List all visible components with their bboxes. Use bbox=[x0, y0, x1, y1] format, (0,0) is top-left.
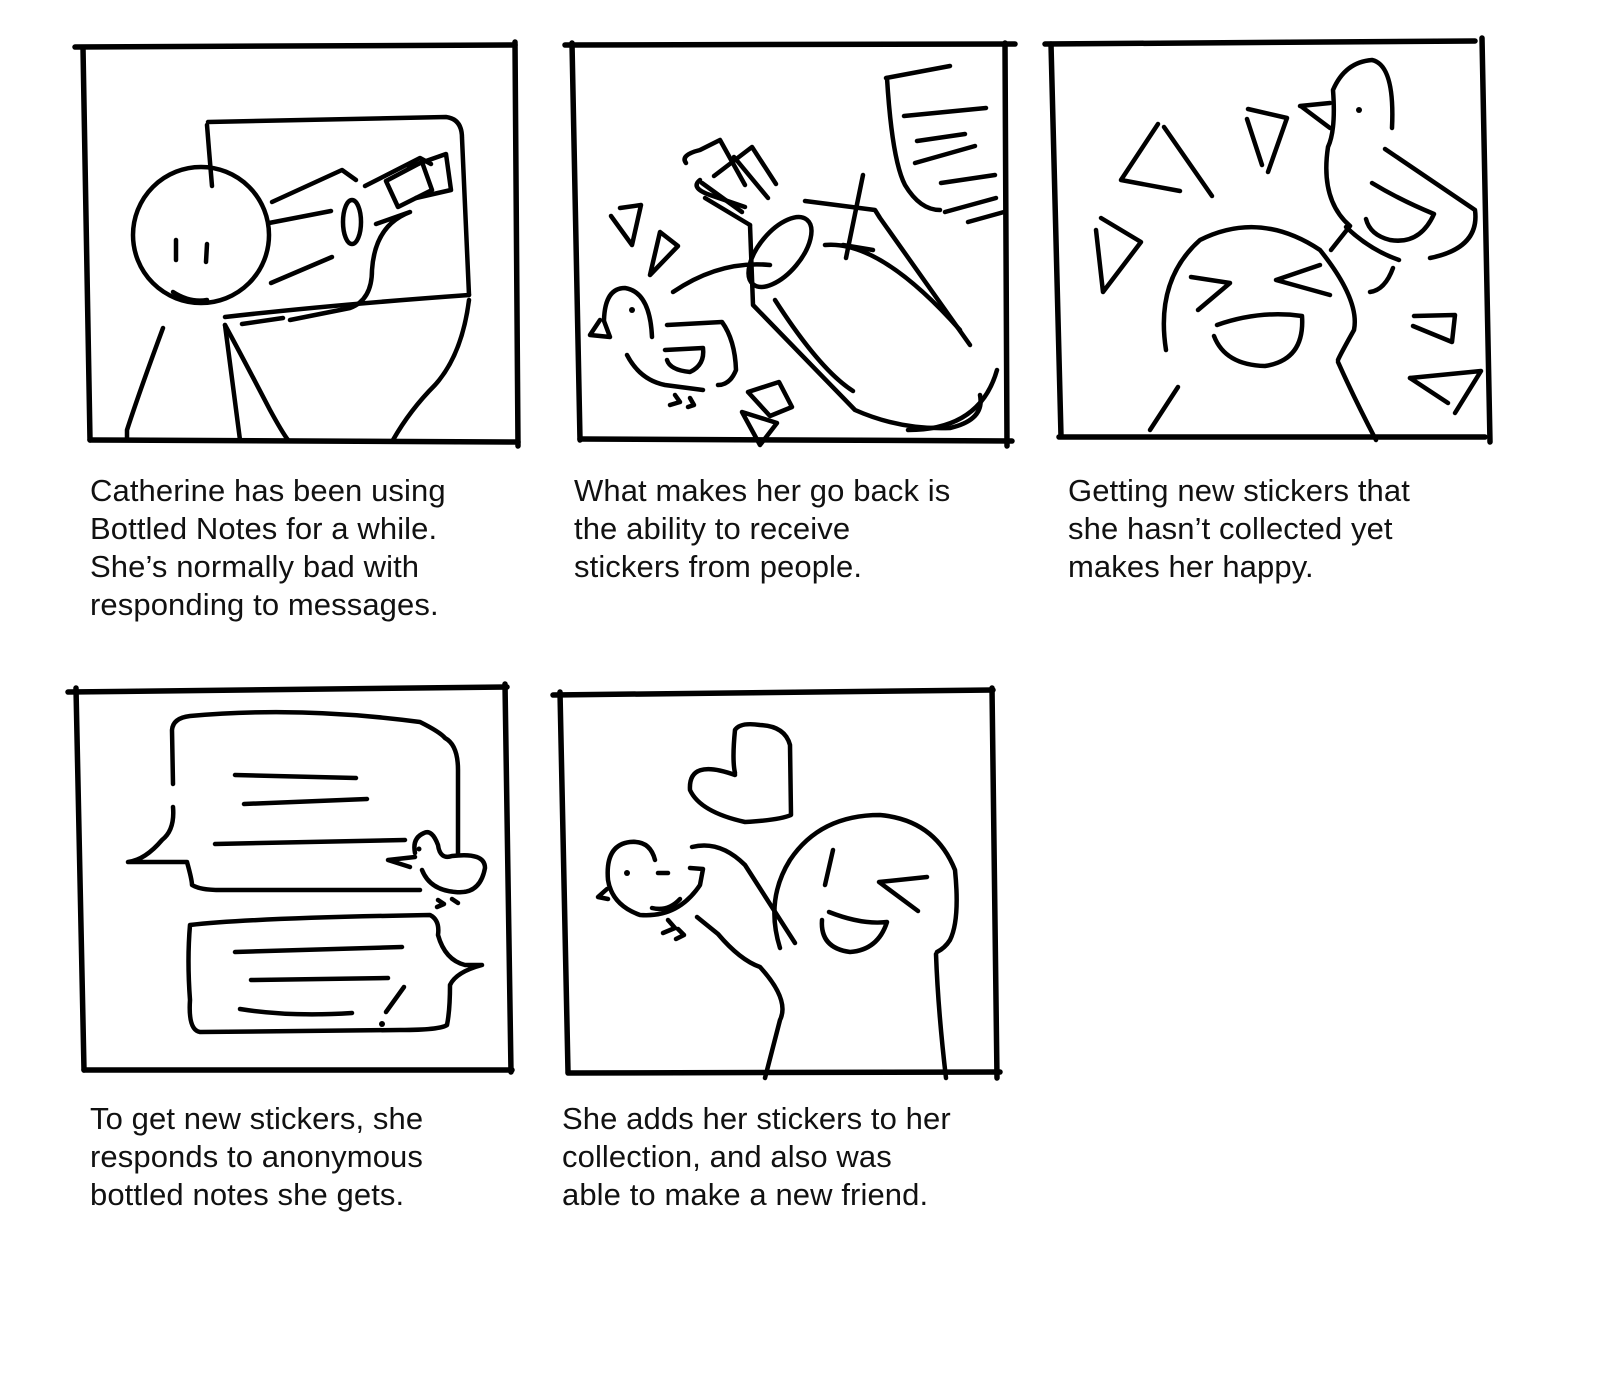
storyboard-panel-2: What makes her go back is the ability to… bbox=[0, 0, 1040, 584]
caption-line: Bottled Notes for a while. bbox=[90, 511, 438, 546]
storyboard-panel-5: She adds her stickers to her collection,… bbox=[550, 685, 1003, 1212]
sketch-person-hugging-bird bbox=[550, 685, 1003, 1081]
caption-line: Catherine has been using bbox=[90, 473, 446, 508]
caption-panel-2: What makes her go back is the ability to… bbox=[574, 472, 950, 586]
caption-line: Getting new stickers that bbox=[1068, 473, 1410, 508]
caption-line: able to make a new friend. bbox=[562, 1177, 929, 1212]
sketch-happy-person-with-bird bbox=[1042, 35, 1493, 445]
sketch-bird-from-bottle bbox=[562, 40, 1018, 449]
caption-panel-1: Catherine has been using Bottled Notes f… bbox=[90, 472, 446, 624]
caption-line: She’s normally bad with bbox=[90, 549, 420, 584]
caption-line: She adds her stickers to her bbox=[562, 1101, 951, 1136]
storyboard-panel-3: Getting new stickers that she hasn’t col… bbox=[0, 0, 1600, 584]
caption-line: bottled notes she gets. bbox=[90, 1177, 405, 1212]
caption-panel-5: She adds her stickers to her collection,… bbox=[562, 1100, 951, 1214]
caption-line: What makes her go back is bbox=[574, 473, 951, 508]
caption-line: the ability to receive bbox=[574, 511, 851, 546]
sketch-person-with-laptop bbox=[72, 39, 521, 449]
caption-line: makes her happy. bbox=[1068, 549, 1314, 584]
caption-line: she hasn’t collected yet bbox=[1068, 511, 1393, 546]
caption-line: To get new stickers, she bbox=[90, 1101, 424, 1136]
caption-panel-3: Getting new stickers that she hasn’t col… bbox=[1068, 472, 1410, 586]
sketch-speech-bubbles bbox=[65, 681, 515, 1075]
caption-line: responds to anonymous bbox=[90, 1139, 423, 1174]
caption-panel-4: To get new stickers, she responds to ano… bbox=[90, 1100, 423, 1214]
caption-line: responding to messages. bbox=[90, 587, 439, 622]
storyboard-panel-1: Catherine has been using Bottled Notes f… bbox=[0, 0, 540, 622]
caption-line: collection, and also was bbox=[562, 1139, 892, 1174]
storyboard-panel-4: To get new stickers, she responds to ano… bbox=[0, 0, 540, 1212]
caption-line: stickers from people. bbox=[574, 549, 863, 584]
